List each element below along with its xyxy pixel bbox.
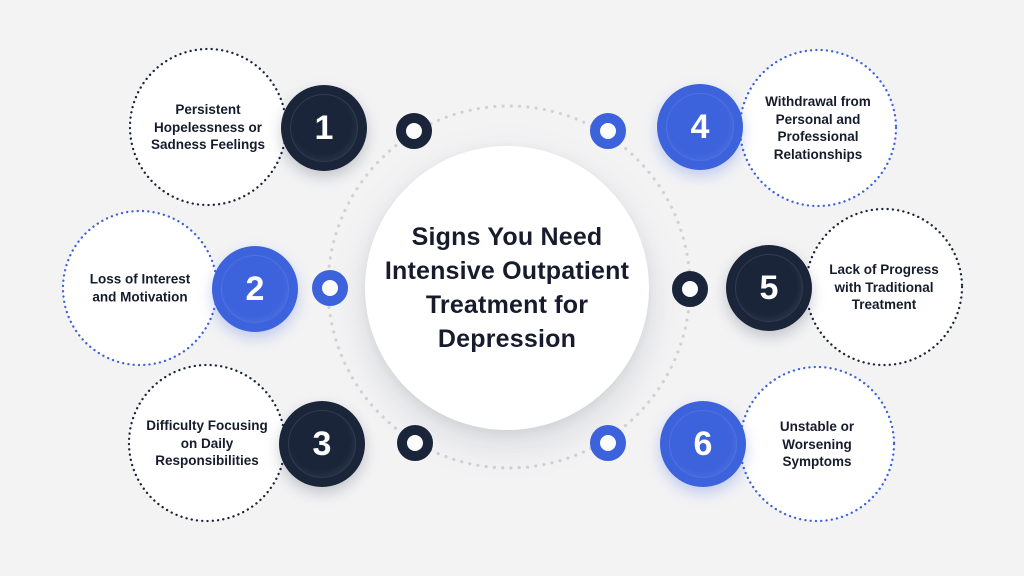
item-2-number-badge: 2	[212, 246, 298, 332]
item-4-label: Withdrawal from Personal and Professiona…	[765, 94, 871, 162]
page-title: Signs You Need Intensive Outpatient Trea…	[384, 223, 630, 353]
item-5-number: 5	[759, 268, 779, 307]
item-6-number-badge: 6	[660, 401, 746, 487]
item-3-number: 3	[312, 424, 332, 463]
item-2-label: Loss of Interest and Motivation	[89, 271, 191, 305]
connector-ring-1	[396, 113, 432, 149]
item-4-number: 4	[690, 107, 710, 146]
item-1-number-badge: 1	[281, 85, 367, 171]
connector-ring-4	[590, 113, 626, 149]
connector-ring-2	[312, 270, 348, 306]
item-2-number: 2	[245, 269, 265, 308]
item-5-number-badge: 5	[726, 245, 812, 331]
item-6-dotted-circle	[738, 365, 896, 523]
item-3-label: Difficulty Focusing on Daily Responsibil…	[146, 417, 268, 468]
item-1-label: Persistent Hopelessness or Sadness Feeli…	[150, 101, 266, 152]
item-1-number: 1	[314, 108, 334, 147]
item-3-number-badge: 3	[279, 401, 365, 487]
item-5-label: Lack of Progress with Traditional Treatm…	[829, 261, 939, 312]
connector-ring-5	[672, 271, 708, 307]
connector-ring-3	[397, 425, 433, 461]
item-4-number-badge: 4	[657, 84, 743, 170]
center-circle: Signs You Need Intensive Outpatient Trea…	[365, 146, 649, 430]
item-6-label: Unstable or Worsening Symptoms	[779, 418, 855, 469]
item-6-number: 6	[693, 424, 713, 463]
connector-ring-6	[590, 425, 626, 461]
